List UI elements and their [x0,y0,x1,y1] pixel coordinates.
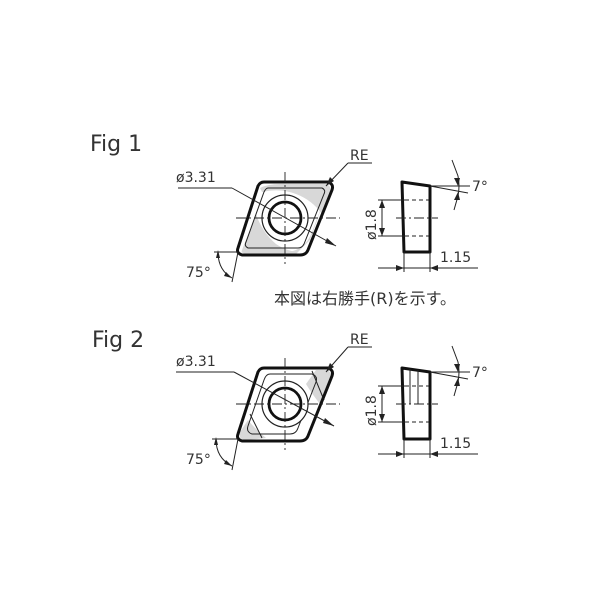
fig2-insert-outline [236,366,334,443]
fig2-diameter-label: ø3.31 [176,354,216,370]
figure-1: Fig 1 ø3.31 [90,132,488,283]
fig2-re-label: RE [350,332,369,348]
fig2-top-view [236,358,340,450]
fig2-side-angle-label: 7° [472,365,488,381]
fig2-edge-land [247,373,317,435]
fig2-side-view: ø1.8 7° 1.15 [364,345,488,458]
fig1-top-view [236,172,340,264]
fig1-insert-outline [236,180,334,257]
fig2-side-outline [400,366,432,441]
fig2-side-diameter-label: ø1.8 [364,395,380,426]
fig1-shade-top [260,184,331,214]
fig2-angle-dim: 75° [186,437,239,471]
fig2-angle-label: 75° [186,452,211,468]
fig1-side-angle-label: 7° [472,179,488,195]
fig1-edge-land [244,187,326,249]
fig1-side-view: ø1.8 7° 1.15 [364,159,488,272]
fig2-thickness-label: 1.15 [440,436,471,452]
fig2-diameter-dim: ø3.31 [176,354,335,427]
fig2-title: Fig 2 [92,328,144,353]
fig1-side-diameter-label: ø1.8 [364,209,380,240]
fig2-re-dim: RE [325,332,372,373]
fig1-side-outline [400,180,432,254]
fig2-shade-left [239,420,266,440]
fig1-diameter-dim: ø3.31 [176,170,337,247]
fig1-title: Fig 1 [90,132,142,157]
figure-2: Fig 2 ø3.31 RE [92,328,488,471]
handedness-note: 本図は右勝手(R)を示す。 [274,289,456,308]
fig1-angle-label: 75° [186,265,211,281]
fig1-diameter-label: ø3.31 [176,170,216,186]
fig1-re-label: RE [350,148,369,164]
fig1-angle-dim: 75° [186,250,239,283]
fig1-shade-bottom [241,214,300,254]
fig1-thickness-label: 1.15 [440,250,471,266]
fig1-re-dim: RE [325,148,372,187]
